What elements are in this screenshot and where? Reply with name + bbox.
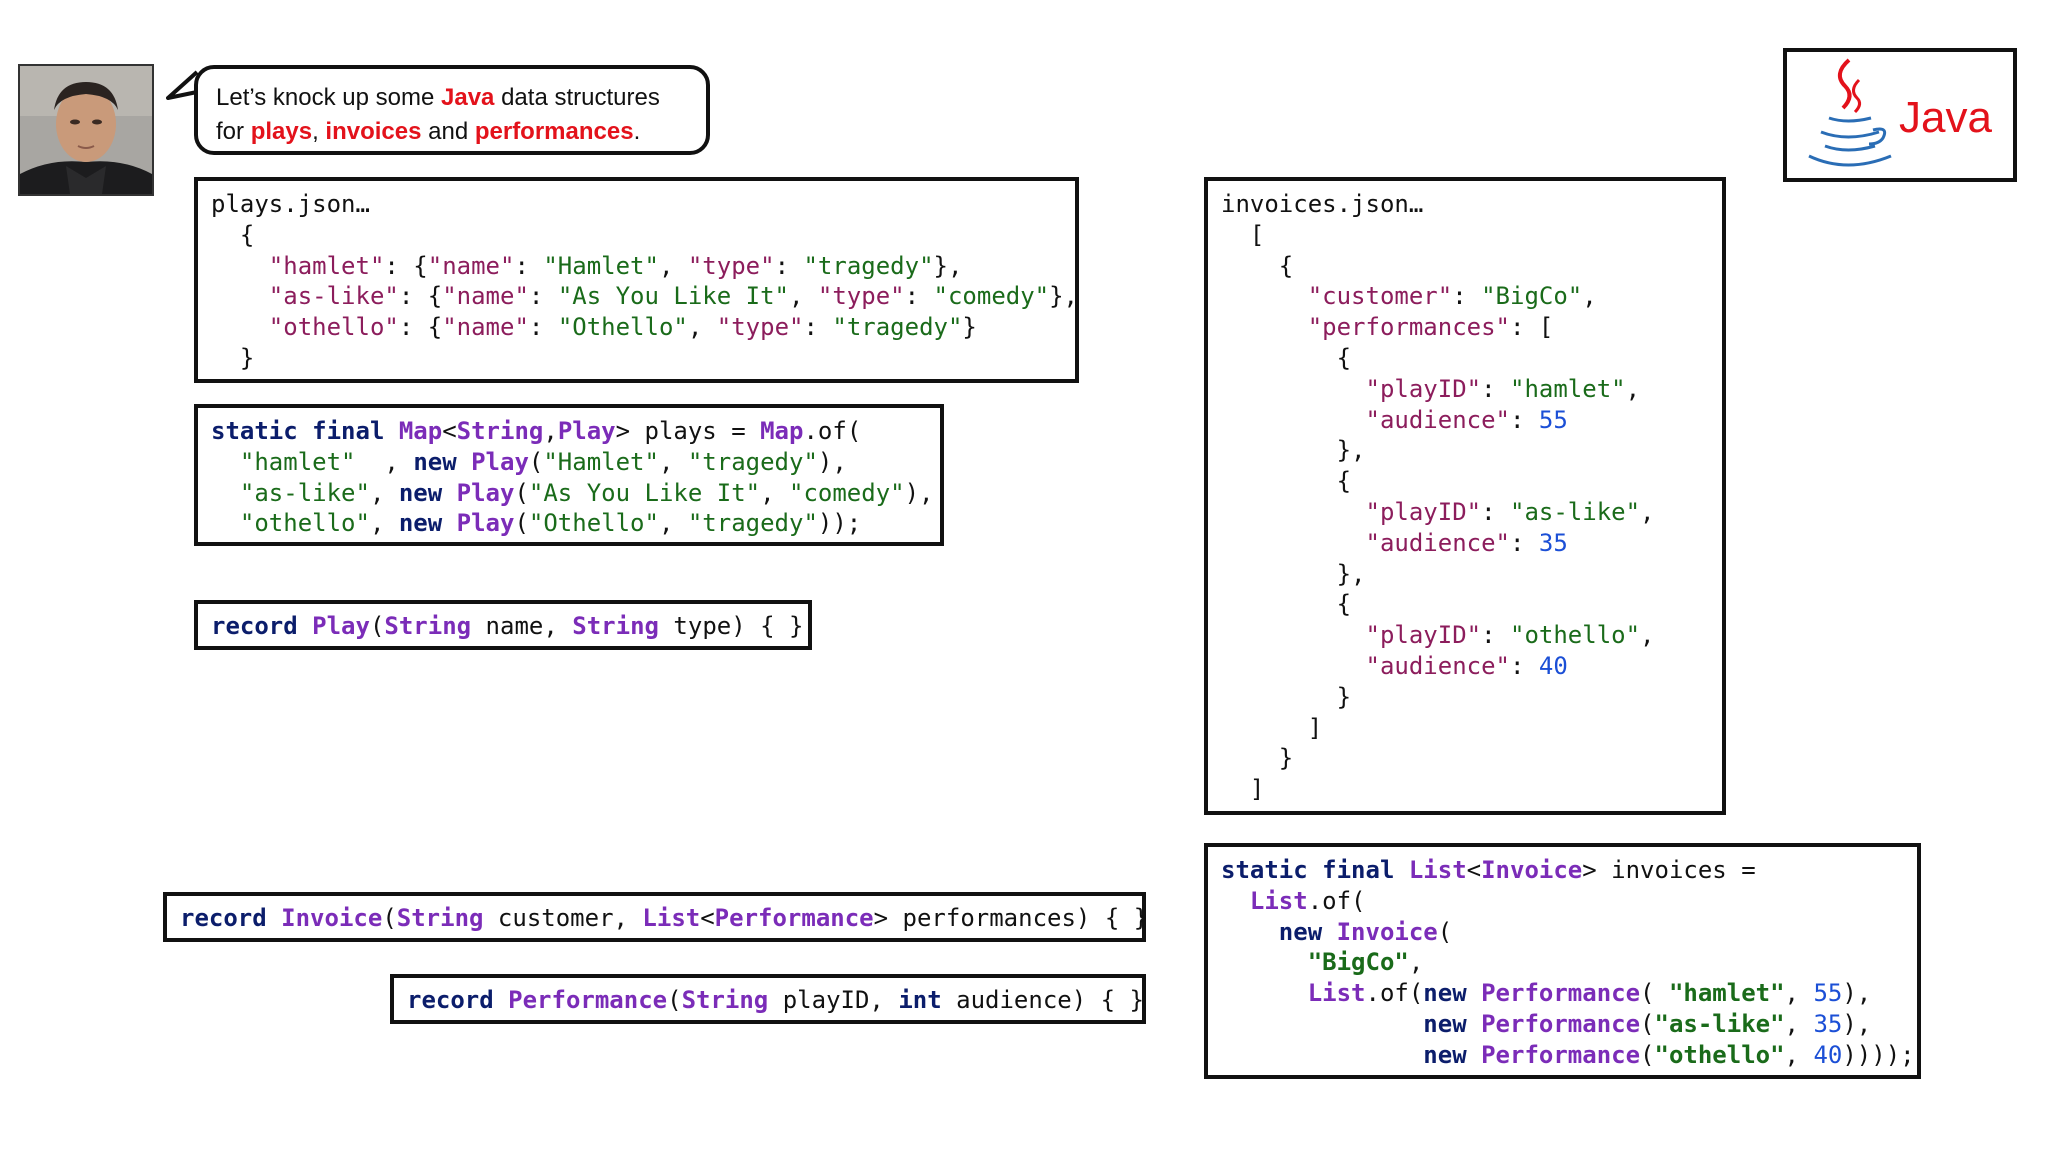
plays-map-entry: "as-like", new Play("As You Like It", "c… bbox=[239, 478, 934, 507]
invoices-list-line: List.of(new Performance( "hamlet", 55), bbox=[1307, 979, 1872, 1008]
presenter-avatar bbox=[18, 64, 154, 196]
speech-invoices: invoices bbox=[325, 118, 422, 145]
java-cup-icon: Java bbox=[1808, 58, 1992, 167]
invoices-list-code-box: static final List<Invoice> invoices = Li… bbox=[1204, 843, 1921, 1079]
invoices-list-line: new Performance("as-like", 35), bbox=[1423, 1009, 1872, 1038]
speech-performances: performances bbox=[474, 118, 634, 145]
invoices-list-line: "BigCo", bbox=[1307, 948, 1424, 977]
invoices-json-filename: invoices.json… bbox=[1221, 190, 1424, 218]
speech-plays: plays bbox=[250, 118, 313, 145]
speech-line-2: for plays, invoices and performances. bbox=[216, 118, 641, 145]
speech-line-1: Let’s knock up some Java data structures bbox=[216, 84, 660, 111]
plays-map-line-1: static final Map<String,Play> plays = Ma… bbox=[211, 417, 862, 445]
record-invoice-box: record Invoice(String customer, List<Per… bbox=[163, 892, 1148, 942]
invoices-list-line: List.of( bbox=[1249, 886, 1366, 915]
speech-bubble-tail bbox=[166, 70, 199, 100]
invoices-json-box: invoices.json… [ { "customer": "BigCo", … bbox=[1204, 177, 1726, 815]
java-logo-text: Java bbox=[1899, 93, 1992, 142]
plays-map-code-box: static final Map<String,Play> plays = Ma… bbox=[194, 404, 944, 546]
plays-json-close: } bbox=[211, 343, 255, 372]
plays-map-entry: "othello", new Play("Othello", "tragedy"… bbox=[239, 509, 862, 538]
java-logo: Java bbox=[1783, 48, 2017, 182]
invoices-list-line: new Invoice( bbox=[1278, 917, 1453, 946]
plays-json-filename: plays.json… bbox=[211, 190, 370, 218]
invoices-list-line: static final List<Invoice> invoices = bbox=[1221, 856, 1756, 884]
plays-json-box: plays.json… { "hamlet": {"name": "Hamlet… bbox=[194, 177, 1079, 383]
plays-map-entry: "hamlet" , new Play("Hamlet", "tragedy")… bbox=[239, 447, 847, 476]
record-performance-box: record Performance(String playID, int au… bbox=[390, 974, 1146, 1024]
speech-java: Java bbox=[441, 84, 495, 111]
invoices-list-line: new Performance("othello", 40)))); bbox=[1423, 1040, 1915, 1069]
speech-bubble: Let’s knock up some Java data structures… bbox=[194, 65, 710, 155]
plays-json-open: { bbox=[211, 220, 255, 249]
record-play-box: record Play(String name, String type) { … bbox=[194, 600, 812, 650]
